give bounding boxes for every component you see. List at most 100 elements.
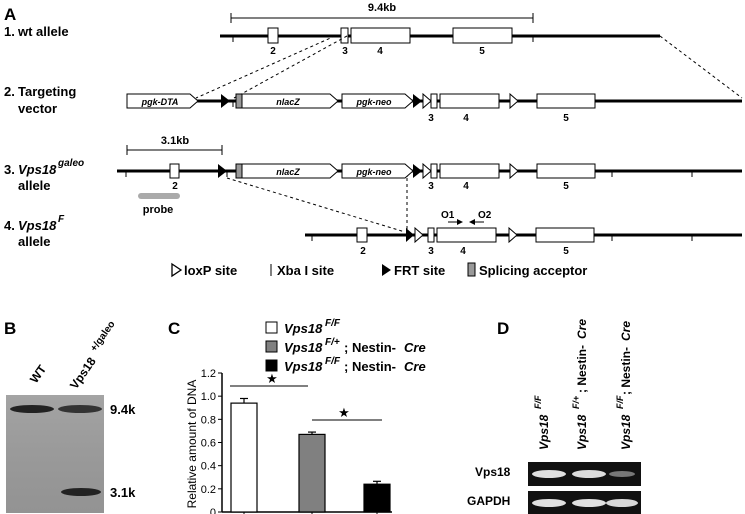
svg-text:; Nestin-: ; Nestin- [344,340,396,355]
pgk-neo-cassette [341,93,414,109]
exon-5-wt [452,27,513,44]
svg-text:pgk-DTA: pgk-DTA [141,97,179,107]
targeting-vector-map: pgk-DTA nlacZ pgk-neo 3 4 5 [126,92,742,124]
svg-text:Cre: Cre [619,321,633,341]
row4-label-line2: allele [18,234,51,249]
exon-4-wt [350,27,411,44]
svg-text:Cre: Cre [404,340,426,355]
svg-text:2: 2 [172,181,178,192]
gel-row-label-gapdh: GAPDH [467,494,510,508]
significance-star: ★ [266,371,278,386]
band-9.4k-het [58,405,102,413]
svg-text:2: 2 [270,46,276,57]
y-tick-label: 0 [210,507,216,514]
homology-lines-1-2 [195,35,743,99]
svg-text:F/F: F/F [325,318,341,329]
frt-legend-icon [382,264,391,276]
bar-chart: 00.20.40.60.81.01.2★★ [201,368,392,514]
loxp-legend-icon [171,262,183,278]
svg-text:F/F: F/F [325,356,341,367]
svg-text:3: 3 [428,181,434,192]
wt-allele-map: 2 3 4 5 [220,27,660,57]
y-axis-label: Relative amount of DNA [185,380,199,509]
svg-text:; Nestin-: ; Nestin- [575,345,589,393]
exon-3-vector [430,93,438,109]
svg-text:F/F: F/F [615,395,625,409]
splice-acceptor [235,93,243,109]
lane-wt-label: WT [27,362,50,386]
svg-text:Vps18: Vps18 [284,359,323,374]
svg-text:+/galeo: +/galeo [89,319,118,354]
legend-swatch-ff-cre [265,359,278,372]
svg-text:F/+: F/+ [571,395,581,409]
lane-label-fp-cre: Vps18 F/+ ; Nestin- Cre [571,319,589,450]
svg-text:4: 4 [463,181,469,192]
svg-text:4: 4 [460,246,466,257]
y-tick-label: 1.2 [201,368,216,380]
gel-row-label-vps18: Vps18 [475,465,511,479]
flox-allele-map: 2 3 4 5 O1 O2 [305,210,742,257]
panel-b-letter: B [4,319,16,338]
southern-blot [6,395,104,513]
svg-text:4: 4 [377,46,383,57]
svg-text:4: 4 [463,113,469,124]
row1-number: 1. [4,24,15,39]
svg-text:pgk-neo: pgk-neo [356,97,393,107]
svg-text:Vps18: Vps18 [575,414,589,450]
lane-label-ff: Vps18 F/F [533,395,551,450]
y-tick-label: 0.8 [201,414,216,426]
svg-text:Vps18: Vps18 [537,414,551,450]
svg-text:; Nestin-: ; Nestin- [619,347,633,395]
row1-label: wt allele [17,24,69,39]
svg-text:Vps18: Vps18 [67,354,99,391]
svg-text:pgk-neo: pgk-neo [356,167,393,177]
panel-c-legend: Vps18 F/F Vps18 F/+ ; Nestin- Cre Vps18 … [265,318,426,374]
y-tick-label: 0.4 [201,461,216,473]
loxp-site [422,92,432,110]
row3-label: Vps18 [18,162,57,177]
frt-site [221,94,230,108]
probe-label: probe [143,204,174,216]
band-9.4k-wt [10,405,54,413]
lane-label-ff-cre: Vps18 F/F ; Nestin- Cre [615,321,633,450]
svg-text:Xba I site: Xba I site [277,263,334,278]
exon-2-wt [267,27,279,44]
svg-text:Vps18: Vps18 [284,340,323,355]
svg-text:5: 5 [563,181,569,192]
pgk-dta-cassette [126,93,199,109]
svg-text:2: 2 [360,246,366,257]
y-tick-label: 1.0 [201,391,216,403]
bar [230,402,258,513]
row3-label-line2: allele [18,178,51,193]
exon-2-galeo [169,163,180,179]
svg-text:Splicing acceptor: Splicing acceptor [479,263,587,278]
svg-text:Cre: Cre [575,319,589,339]
y-tick-label: 0.6 [201,438,216,450]
exon-4-vector [439,93,500,109]
svg-text:3: 3 [428,246,434,257]
nlacz-cassette [241,93,339,109]
row4-number: 4. [4,218,15,233]
svg-text:F/+: F/+ [325,337,340,348]
significance-star: ★ [338,405,350,420]
splice-acceptor-legend-icon [467,262,476,277]
svg-text:Cre: Cre [404,359,426,374]
exon-5-vector [536,93,596,109]
panel-a-letter: A [4,5,16,24]
panel-c-letter: C [168,319,180,338]
row3-number: 3. [4,162,15,177]
svg-text:; Nestin-: ; Nestin- [344,359,396,374]
svg-text:5: 5 [479,46,485,57]
svg-text:nlacZ: nlacZ [276,97,300,107]
row2-label: Targeting [18,84,76,99]
panel-d-letter: D [497,319,509,338]
svg-text:Vps18: Vps18 [619,414,633,450]
loxp-site-2 [509,92,519,110]
band-3.1k-het [61,488,101,496]
row3-label-sup: galeo [57,158,84,169]
row2-number: 2. [4,84,15,99]
row2-label-line2: vector [18,101,57,116]
svg-text:5: 5 [563,113,569,124]
svg-text:3: 3 [342,46,348,57]
svg-text:F/F: F/F [533,395,543,409]
